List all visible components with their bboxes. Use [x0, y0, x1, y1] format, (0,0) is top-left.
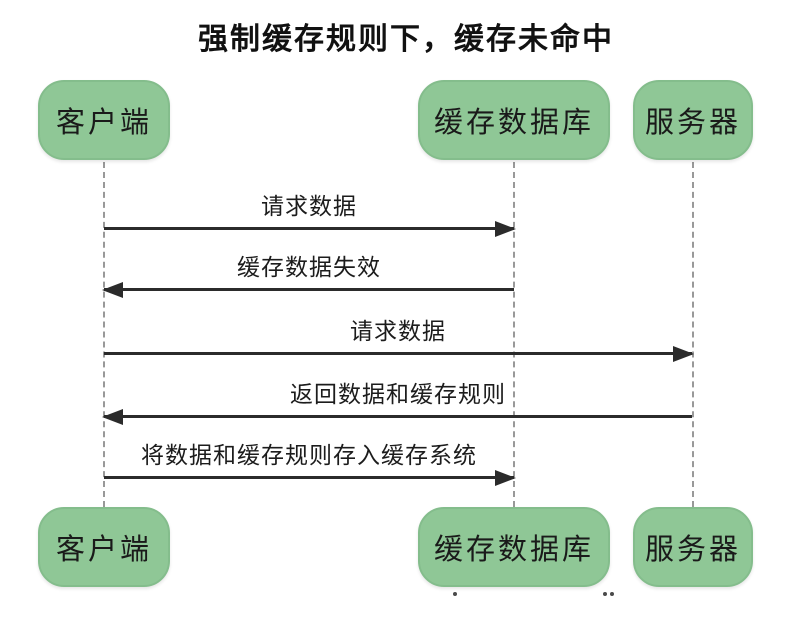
message-cache-data-invalid: 缓存数据失效 [102, 252, 514, 298]
arrowhead-right-icon [495, 221, 516, 237]
actor-box-cache-db-top: 缓存数据库 [418, 80, 610, 160]
message-request-data-to-cache: 请求数据 [104, 191, 516, 237]
actor-box-server-bottom: 服务器 [633, 507, 753, 587]
actor-label-client-bottom: 客户端 [55, 534, 152, 566]
message-store-data-into-cache: 将数据和缓存规则存入缓存系统 [104, 440, 516, 486]
message-line [104, 227, 514, 230]
actor-box-client-bottom: 客户端 [38, 507, 170, 587]
diagram-title: 强制缓存规则下，缓存未命中 [198, 23, 614, 56]
message-label: 返回数据和缓存规则 [290, 381, 506, 407]
stray-dot-mark [610, 592, 614, 596]
actor-box-cache-db-bottom: 缓存数据库 [418, 507, 610, 587]
message-label: 请求数据 [261, 193, 357, 219]
arrowhead-right-icon [673, 346, 694, 362]
lifeline-client [103, 162, 105, 507]
arrowhead-left-icon [102, 409, 123, 425]
message-label: 请求数据 [350, 318, 446, 344]
message-line [104, 352, 692, 355]
stray-dot-mark [453, 592, 457, 596]
message-label: 将数据和缓存规则存入缓存系统 [141, 442, 477, 468]
message-line [104, 476, 514, 479]
message-line [104, 415, 692, 418]
arrowhead-left-icon [102, 282, 123, 298]
actor-label-cache-db-bottom: 缓存数据库 [433, 534, 594, 566]
actor-label-cache-db-top: 缓存数据库 [433, 107, 594, 139]
lifeline-cache-db [513, 162, 515, 507]
actor-label-server-bottom: 服务器 [644, 534, 741, 566]
actor-box-client-top: 客户端 [38, 80, 170, 160]
stray-dot-mark [603, 592, 607, 596]
arrowhead-right-icon [495, 470, 516, 486]
message-line [104, 288, 514, 291]
actor-label-client-top: 客户端 [55, 107, 152, 139]
message-request-data-to-server: 请求数据 [104, 316, 694, 362]
actor-label-server-top: 服务器 [644, 107, 741, 139]
actor-box-server-top: 服务器 [633, 80, 753, 160]
lifeline-server [692, 162, 694, 507]
message-return-data-and-cache-rules: 返回数据和缓存规则 [102, 379, 692, 425]
message-label: 缓存数据失效 [237, 254, 381, 280]
